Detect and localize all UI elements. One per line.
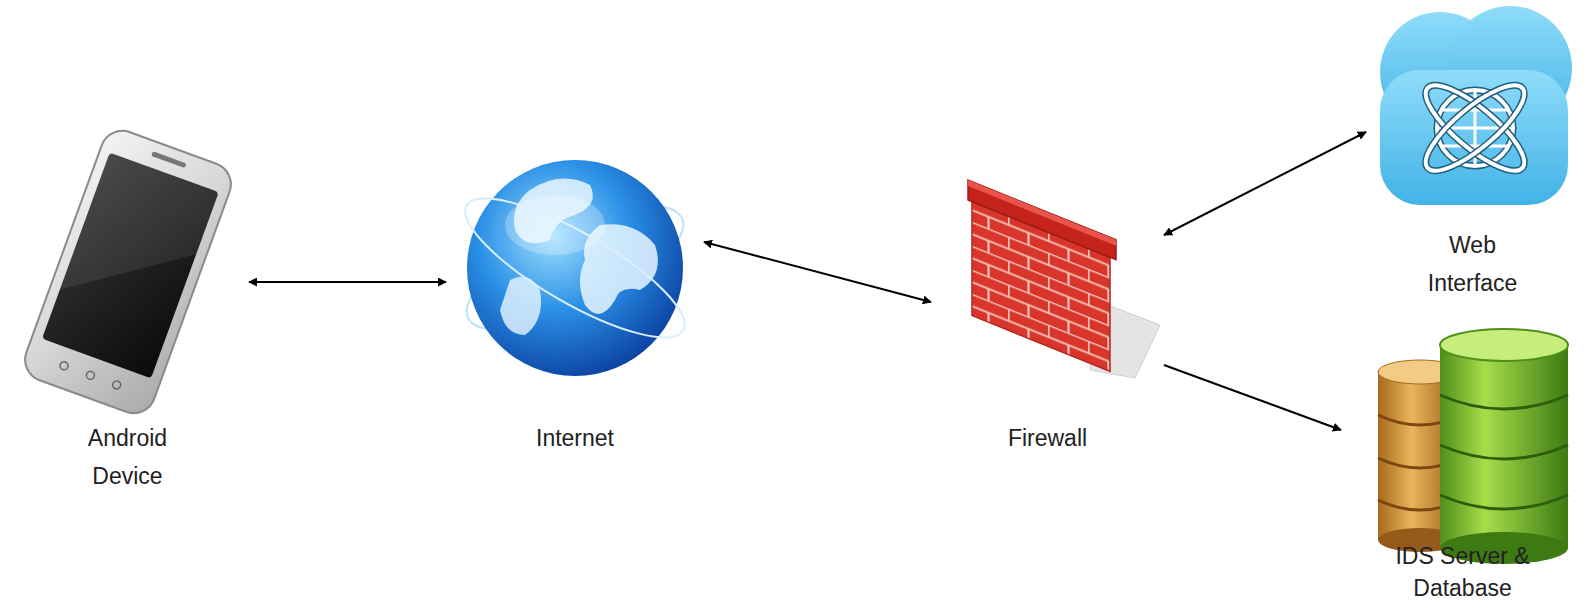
- svg-circle: [59, 361, 69, 371]
- svg-rect: [968, 180, 1116, 246]
- svg-polygon: [60, 153, 219, 330]
- node-label: Firewall: [935, 419, 1160, 457]
- device-node: Android Device: [10, 140, 245, 485]
- svg-ellipse: [505, 195, 605, 255]
- svg-ellipse: [1415, 73, 1536, 183]
- node-label: IDS Server & Database: [1388, 540, 1538, 604]
- node-label: Android Device: [73, 419, 183, 495]
- arrow-connector: [1164, 132, 1366, 235]
- svg-path: [1440, 395, 1568, 509]
- database-icon: [1378, 329, 1568, 564]
- svg-rect: [151, 151, 187, 168]
- firewall-node: Firewall: [935, 175, 1160, 465]
- svg-ellipse: [449, 175, 701, 361]
- svg-rect: [1440, 345, 1568, 548]
- internet-node: Internet: [450, 145, 700, 465]
- web-node: Web Interface: [1370, 0, 1575, 305]
- phone-icon: [19, 125, 237, 420]
- svg-rect: [1380, 70, 1568, 205]
- svg-ellipse: [1415, 73, 1536, 183]
- svg-rect: [42, 153, 219, 379]
- svg-rect: [19, 125, 237, 420]
- svg-ellipse: [1415, 73, 1536, 183]
- svg-circle: [112, 380, 122, 390]
- node-label: Internet: [450, 419, 700, 457]
- svg-rect: [968, 180, 1116, 260]
- arrow-connector: [704, 242, 931, 302]
- svg-ellipse: [1440, 329, 1568, 361]
- arrow-connector: [249, 281, 446, 283]
- node-label: Web Interface: [1413, 226, 1533, 302]
- firewall-icon: [968, 180, 1160, 378]
- svg-g: [968, 180, 1116, 374]
- server-node: IDS Server & Database: [1345, 325, 1580, 610]
- arrow-connector: [1164, 365, 1341, 430]
- svg-ellipse: [1415, 73, 1536, 183]
- cloud-icon: [1380, 6, 1572, 205]
- svg-circle: [85, 370, 95, 380]
- svg-circle: [467, 160, 683, 376]
- globe-icon: [449, 160, 701, 376]
